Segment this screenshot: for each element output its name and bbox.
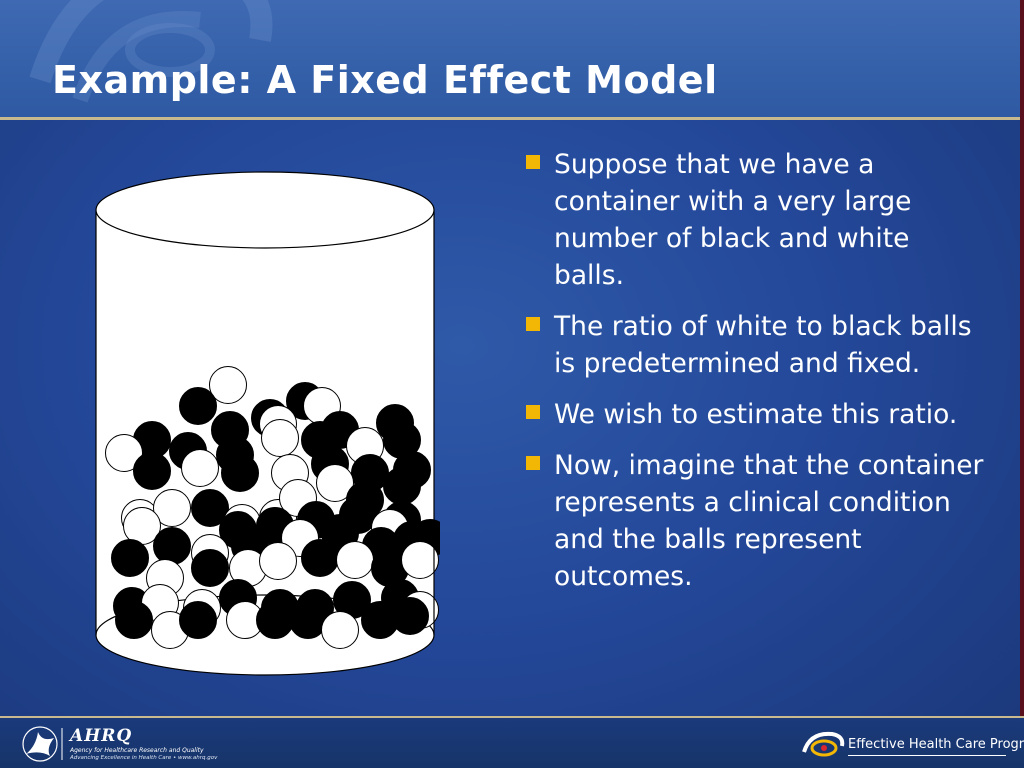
footer-divider: [0, 716, 1024, 718]
watermark-swirl-icon: [29, 0, 273, 103]
page-title: Example: A Fixed Effect Model: [52, 58, 718, 102]
white-ball: [209, 366, 247, 404]
black-ball: [289, 601, 327, 639]
white-ball: [105, 434, 143, 472]
hhs-eagle-icon: [22, 726, 63, 762]
agency-name: Agency for Healthcare Research and Quali…: [70, 747, 204, 754]
header-band: Example: A Fixed Effect Model: [0, 0, 1024, 117]
white-ball: [316, 464, 354, 502]
white-ball: [153, 489, 191, 527]
ahrq-logo-text: AHRQ: [70, 726, 133, 746]
bullet-text: Suppose that we have a container with a …: [554, 149, 912, 291]
white-ball: [336, 541, 374, 579]
black-ball: [115, 601, 153, 639]
square-bullet-icon: [526, 155, 540, 169]
footer-band: [0, 716, 1024, 768]
black-ball: [179, 601, 217, 639]
square-bullet-icon: [526, 317, 540, 331]
black-ball: [256, 601, 294, 639]
bullet-list: Suppose that we have a container with a …: [524, 146, 984, 609]
bullet-text: Now, imagine that the container represen…: [554, 450, 984, 592]
ball-group: [105, 366, 440, 649]
bullet-item-3: We wish to estimate this ratio.: [524, 396, 984, 433]
bullet-item-2: The ratio of white to black balls is pre…: [524, 308, 984, 382]
black-ball: [391, 597, 429, 635]
bullet-text: We wish to estimate this ratio.: [554, 399, 958, 430]
white-ball: [261, 419, 299, 457]
agency-tagline: Advancing Excellence in Health Care • ww…: [70, 755, 218, 761]
black-ball: [301, 539, 339, 577]
white-ball: [259, 542, 297, 580]
header-divider: [0, 117, 1024, 120]
black-ball: [221, 454, 259, 492]
bullet-text: The ratio of white to black balls is pre…: [554, 311, 972, 379]
square-bullet-icon: [526, 456, 540, 470]
black-ball: [191, 549, 229, 587]
square-bullet-icon: [526, 405, 540, 419]
right-edge-stripe: [1020, 0, 1024, 768]
ehc-swirl-icon: [802, 731, 845, 757]
program-name: Effective Health Care Program: [848, 737, 1024, 752]
program-name-underline: [848, 755, 1006, 756]
black-ball: [383, 467, 421, 505]
bullet-item-4: Now, imagine that the container represen…: [524, 447, 984, 595]
black-ball: [111, 539, 149, 577]
white-ball: [321, 611, 359, 649]
white-ball: [181, 449, 219, 487]
container-with-balls-illustration: [95, 171, 440, 676]
black-ball: [133, 452, 171, 490]
black-ball: [191, 489, 229, 527]
black-ball: [153, 527, 191, 565]
white-ball: [401, 541, 439, 579]
black-ball: [179, 387, 217, 425]
container-top-rim: [95, 171, 435, 249]
bullet-item-1: Suppose that we have a container with a …: [524, 146, 984, 294]
